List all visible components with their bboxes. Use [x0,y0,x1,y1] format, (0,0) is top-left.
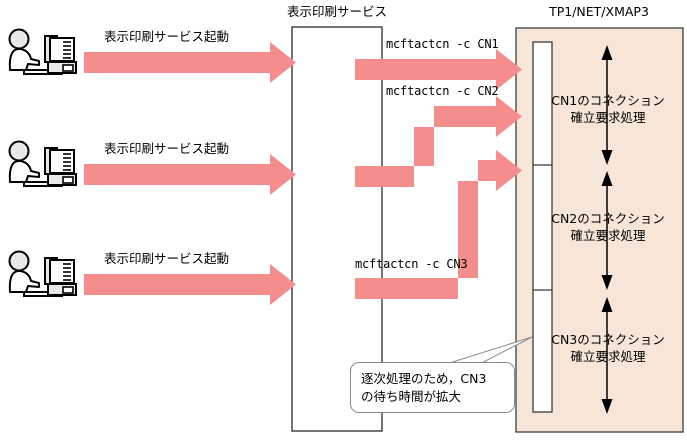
process-label-cn3: CN3のコネクション 確立要求処理 [536,332,680,366]
client-request-arrows [84,42,296,305]
process-label-cn1-line1: CN1のコネクション [551,93,665,108]
command-label-cn1: mcftactcn -c CN1 [386,37,499,51]
proc-arrow-head-cn2-down [601,275,613,290]
proc-arrow-head-cn3-down [601,399,613,414]
command-arrow-cn3 [355,150,522,299]
process-label-cn1-line2: 確立要求処理 [570,109,646,125]
callout-box: 逐次処理のため，CN3 の待ち時間が拡大 [350,362,515,414]
client-arrow-1 [84,42,296,83]
process-duration-arrows [601,45,613,414]
process-label-cn1: CN1のコネクション 確立要求処理 [536,93,680,127]
display-print-service-title: 表示印刷サービス [287,4,388,19]
command-label-cn2: mcftactcn -c CN2 [386,84,499,98]
process-label-cn2-line1: CN2のコネクション [551,211,665,226]
command-arrow-cn2 [355,96,522,187]
client-icon-2 [8,140,77,187]
tp1-net-xmap3-title: TP1/NET/XMAP3 [549,4,649,19]
process-label-cn2: CN2のコネクション 確立要求処理 [536,211,680,245]
client-icon-1 [8,28,77,75]
proc-arrow-head-cn2-up [601,171,613,186]
client-icon-3 [8,250,77,297]
proc-arrow-head-cn3-up [601,297,613,312]
client-arrow-3 [84,264,296,305]
callout-line-1: 逐次処理のため，CN3 [361,371,487,386]
proc-arrow-head-cn1-up [601,45,613,60]
client-arrow-label-1: 表示印刷サービス起動 [104,29,230,44]
process-label-cn2-line2: 確立要求処理 [570,227,646,243]
connection-track [532,41,553,413]
client-arrow-label-3: 表示印刷サービス起動 [104,251,230,266]
command-label-cn3: mcftactcn -c CN3 [355,257,468,271]
process-label-cn3-line1: CN3のコネクション [551,332,665,347]
proc-arrow-head-cn1-down [601,150,613,165]
client-arrow-label-2: 表示印刷サービス起動 [104,141,230,156]
command-arrow-cn1 [355,49,522,90]
process-label-cn3-line2: 確立要求処理 [570,348,646,364]
command-arrows [355,49,522,299]
client-arrow-2 [84,154,296,195]
callout-line-2: の待ち時間が拡大 [361,389,462,405]
